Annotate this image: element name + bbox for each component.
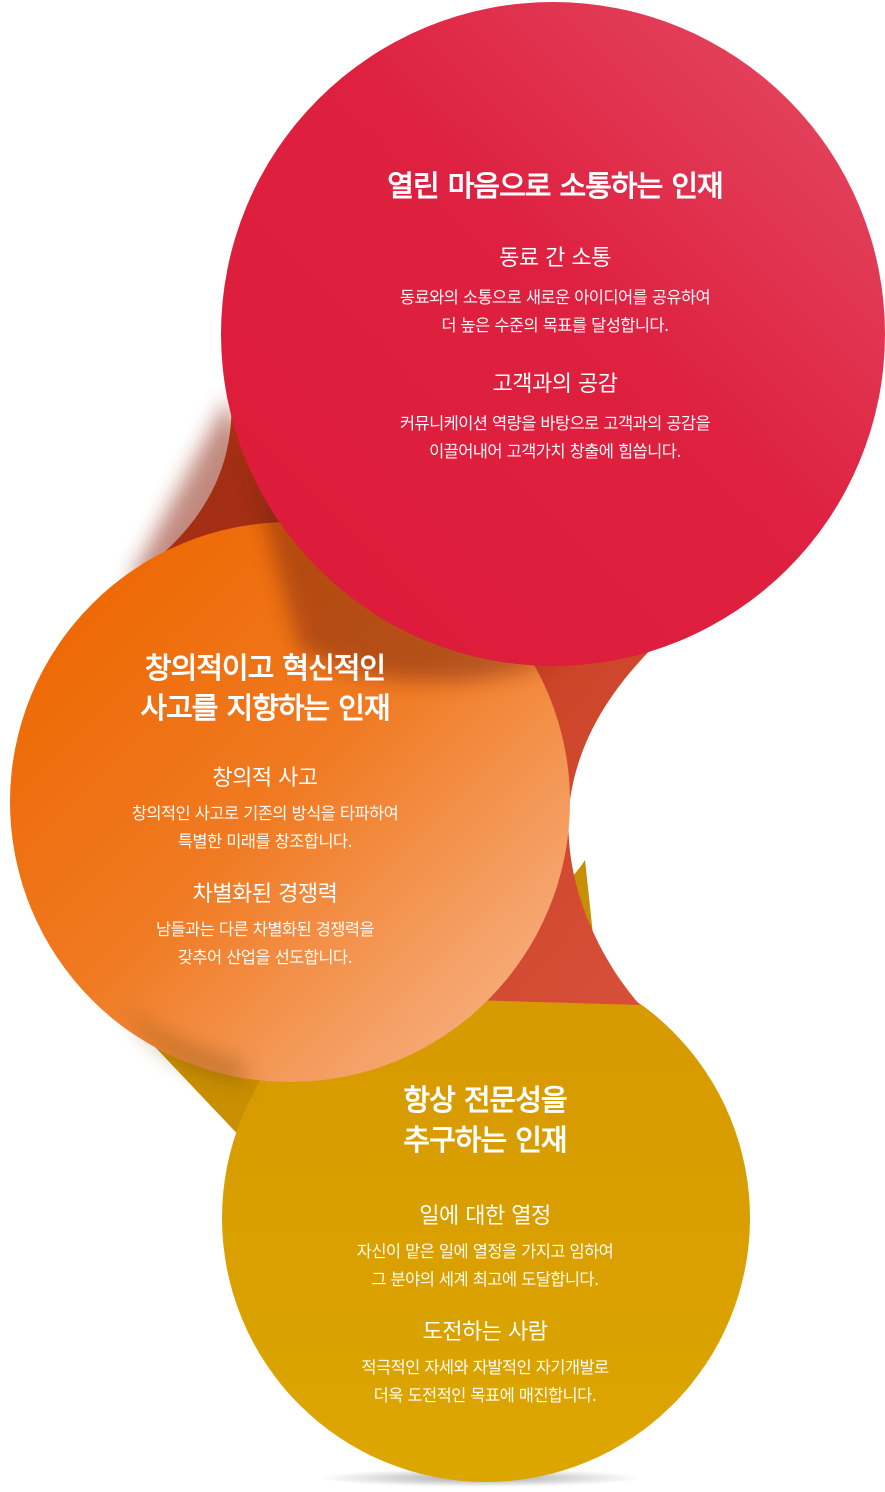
item-subtitle: 동료 간 소통	[499, 246, 611, 271]
item-subtitle: 차별화된 경쟁력	[192, 882, 338, 907]
item-description: 남들과는 다른 차별화된 경쟁력을 갖추어 산업을 선도합니다.	[155, 920, 375, 967]
item-description: 적극적인 자세와 자발적인 자기개발로 더욱 도전적인 목표에 매진합니다.	[361, 1358, 609, 1405]
item-description: 자신이 맡은 일에 열정을 가지고 임하여 그 분야의 세계 최고에 도달합니다…	[356, 1242, 614, 1289]
item-subtitle: 창의적 사고	[212, 766, 318, 791]
section-expertise: 항상 전문성을 추구하는 인재 일에 대한 열정 자신이 맡은 일에 열정을 가…	[225, 1080, 745, 1410]
section-title: 열린 마음으로 소통하는 인재	[387, 169, 723, 203]
section-communication: 열린 마음으로 소통하는 인재 동료 간 소통 동료와의 소통으로 새로운 아이…	[280, 166, 830, 466]
section-creativity: 창의적이고 혁신적인 사고를 지향하는 인재 창의적 사고 창의적인 사고로 기…	[20, 648, 510, 972]
item-subtitle: 고객과의 공감	[492, 372, 618, 397]
section-title: 창의적이고 혁신적인 사고를 지향하는 인재	[140, 651, 390, 725]
item-description: 창의적인 사고로 기존의 방식을 타파하여 특별한 미래를 창조합니다.	[131, 804, 399, 851]
section-title: 항상 전문성을 추구하는 인재	[403, 1083, 567, 1157]
item-subtitle: 일에 대한 열정	[419, 1204, 551, 1229]
red-shadow	[240, 430, 560, 682]
red-shape	[221, 2, 885, 666]
item-description: 동료와의 소통으로 새로운 아이디어를 공유하여 더 높은 수준의 목표를 달성…	[399, 288, 711, 335]
item-description: 커뮤니케이션 역량을 바탕으로 고객과의 공감을 이끌어내어 고객가치 창출에 …	[399, 414, 711, 461]
item-subtitle: 도전하는 사람	[422, 1320, 548, 1345]
